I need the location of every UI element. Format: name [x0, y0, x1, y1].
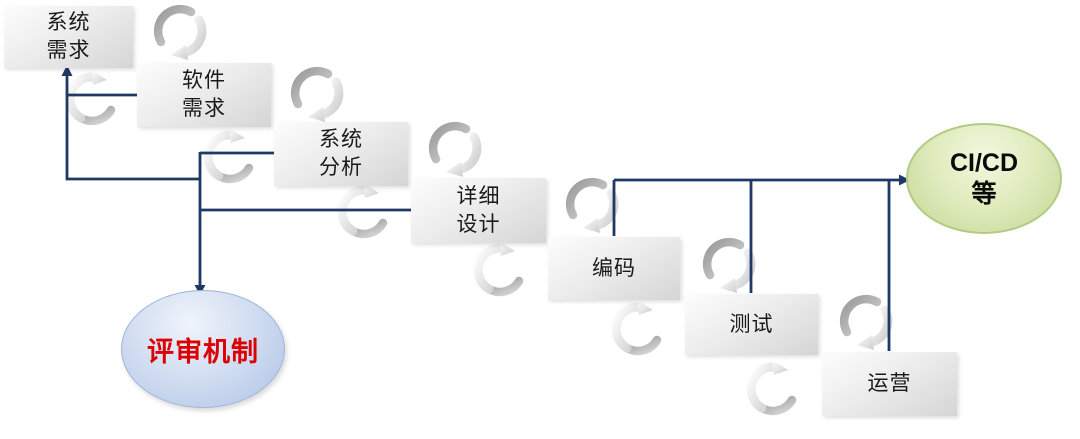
node-system-analysis: 系统 分析 — [274, 122, 408, 186]
node-operations: 运营 — [822, 352, 957, 416]
node-label: 运营 — [867, 372, 912, 395]
arrowhead-into-sysreq — [61, 65, 73, 76]
node-label: 详细 设计 — [456, 184, 501, 236]
cycle-arrow-icon — [433, 126, 477, 177]
cycle-arrow-icon — [707, 242, 751, 293]
arrowhead-into-cicd — [899, 174, 910, 186]
connector-review-to-sysreq — [65, 71, 201, 181]
node-software-requirements: 软件 需求 — [137, 63, 271, 127]
node-label: 系统 分析 — [319, 128, 363, 179]
cycle-arrow-icon — [295, 71, 339, 122]
node-testing: 测试 — [685, 294, 818, 355]
cicd-ellipse: CI/CD 等 — [906, 123, 1062, 234]
node-system-requirements: 系统 需求 — [4, 6, 133, 68]
cycle-arrow-icon — [342, 183, 383, 234]
node-label: 测试 — [729, 312, 774, 336]
node-detailed-design: 详细 设计 — [411, 178, 546, 243]
node-label: 编码 — [592, 256, 636, 280]
node-label: 系统 需求 — [46, 11, 91, 62]
cycle-arrow-icon — [158, 9, 202, 60]
cycle-arrow-icon — [751, 360, 792, 411]
review-mechanism-label: 评审机制 — [147, 336, 259, 367]
node-coding: 编码 — [548, 237, 680, 300]
cicd-label: CI/CD 等 — [949, 148, 1019, 208]
cycle-arrow-icon — [844, 299, 888, 350]
cycle-arrow-icon — [570, 182, 614, 233]
review-mechanism-ellipse: 评审机制 — [121, 290, 285, 408]
node-label: 软件 需求 — [182, 69, 226, 120]
cycle-arrow-icon — [616, 300, 657, 351]
cycle-arrow-icon — [478, 241, 519, 292]
